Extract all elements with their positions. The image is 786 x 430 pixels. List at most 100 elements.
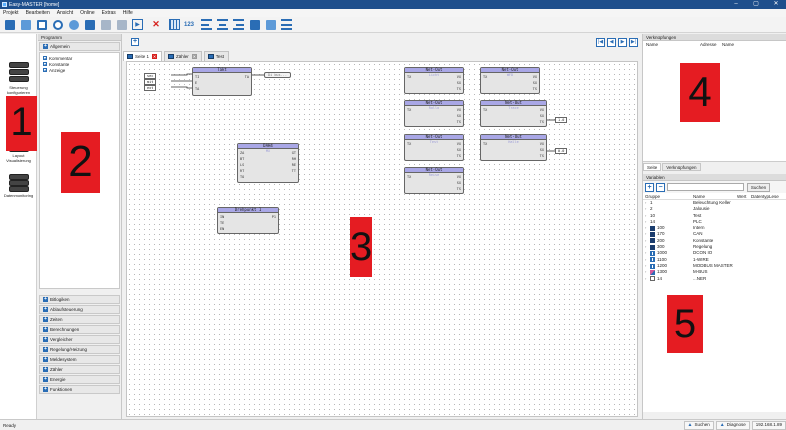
align-right-button[interactable] — [232, 18, 245, 31]
menu-hilfe[interactable]: Hilfe — [122, 10, 133, 16]
chevron-right-icon[interactable]: › — [645, 212, 647, 218]
value-label[interactable]: 1.0 — [555, 117, 568, 123]
last-page-button[interactable]: ▶| — [629, 38, 638, 47]
rows-button[interactable] — [280, 18, 293, 31]
chevron-right-icon[interactable]: › — [645, 250, 647, 256]
section-vergleicher[interactable]: +Vergleicher — [39, 335, 120, 344]
section-regelung[interactable]: +Regelung/Heizung — [39, 345, 120, 354]
section-meldesystem[interactable]: +Meldesystem — [39, 355, 120, 364]
takt-block[interactable]: Takt TI E TA TA — [192, 67, 252, 96]
filter2-button[interactable] — [115, 18, 128, 31]
variable-search-input[interactable] — [667, 183, 744, 191]
chevron-right-icon[interactable]: › — [645, 206, 647, 212]
table-row[interactable]: ›14...NER — [643, 276, 786, 282]
nav-datenmonitoring[interactable]: Datenmonitoring — [2, 174, 35, 198]
chevron-right-icon[interactable]: › — [645, 225, 647, 231]
netout-block[interactable]: Net-Out Reise TX VX SX TS — [404, 167, 464, 194]
chevron-right-icon[interactable]: › — [645, 269, 647, 275]
minimize-button[interactable]: – — [734, 1, 738, 7]
grid-button[interactable] — [168, 18, 181, 31]
chevron-right-icon[interactable]: › — [645, 231, 647, 237]
open-button[interactable] — [19, 18, 32, 31]
save-button[interactable] — [35, 18, 48, 31]
value-label[interactable]: 0.0 — [555, 148, 568, 154]
netout-block[interactable]: Net-Out Test TX VX SX TS — [404, 134, 464, 161]
columns-button[interactable] — [264, 18, 277, 31]
section-allgemein[interactable]: + Allgemein — [39, 42, 120, 51]
tree-item-anzeige[interactable]: +Anzeige — [43, 67, 116, 73]
search-button[interactable]: Suchen — [747, 182, 770, 192]
new-project-button[interactable] — [3, 18, 16, 31]
chevron-right-icon[interactable]: › — [645, 218, 647, 224]
netout-block[interactable]: Net-Out Rollo TX VX SX TS — [404, 100, 464, 127]
section-zeiten[interactable]: +Zeiten — [39, 315, 120, 324]
chevron-right-icon[interactable]: › — [645, 200, 647, 205]
distribute-button[interactable] — [248, 18, 261, 31]
output-label[interactable]: Di bus... — [264, 72, 291, 78]
add-variable-button[interactable]: + — [645, 182, 654, 192]
logic-canvas[interactable]: sec mit ext Takt TI E TA TA Di bus... Ne… — [126, 61, 638, 417]
section-funktionen[interactable]: +Funktionen — [39, 385, 120, 394]
tab-verknuepfungen[interactable]: Verknüpfungen — [662, 163, 701, 171]
first-page-button[interactable]: |◀ — [596, 38, 605, 47]
chevron-right-icon[interactable]: › — [645, 262, 647, 268]
section-energie[interactable]: +Energie — [39, 375, 120, 384]
next-page-button[interactable]: ▶ — [618, 38, 627, 47]
tree-item-kommentar[interactable]: +Kommentar — [43, 55, 116, 61]
run-button[interactable]: ▶ — [131, 18, 144, 31]
section-zaehler[interactable]: +Zähler — [39, 365, 120, 374]
close-tab-icon[interactable]: ✕ — [152, 54, 158, 59]
chevron-right-icon[interactable]: › — [645, 275, 647, 281]
netout-block[interactable]: Net-Out Licht TX VX SX TS — [404, 67, 464, 94]
nav-steuerung[interactable]: Steuerung konfigurieren — [2, 62, 35, 95]
tab-seite[interactable]: Seite — [643, 163, 662, 171]
dah4-block[interactable]: DAH4 MX ZA BT LS RT TO GT RH RE TT — [237, 143, 299, 183]
menu-extras[interactable]: Extras — [101, 10, 116, 16]
input-label[interactable]: ext — [144, 85, 157, 91]
netout-block[interactable]: Net-Out WFD TX VX SX TS — [480, 67, 540, 94]
section-bitlogiken[interactable]: +Bitlogiken — [39, 295, 120, 304]
chevron-right-icon[interactable]: › — [645, 244, 647, 250]
section-ablaufsteuerung[interactable]: +Ablaufsteuerung — [39, 305, 120, 314]
download-button[interactable] — [83, 18, 96, 31]
input-label[interactable]: sec — [144, 73, 157, 79]
align-left-button[interactable] — [200, 18, 213, 31]
input-label[interactable]: mit — [144, 79, 157, 85]
close-button[interactable]: ✕ — [773, 1, 779, 7]
status-search-button[interactable]: ▲Suchen — [683, 420, 714, 430]
network-button[interactable]: ✕ — [147, 18, 165, 31]
section-berechnungen[interactable]: +Berechnungen — [39, 325, 120, 334]
refresh-button[interactable] — [51, 18, 64, 31]
align-center-button[interactable] — [216, 18, 229, 31]
drehpunkt-block[interactable]: Drehpunkt 1 IN TE EN P1 — [217, 207, 279, 234]
close-tab-icon[interactable]: ✕ — [191, 54, 197, 59]
chevron-right-icon[interactable]: › — [645, 237, 647, 243]
menu-online[interactable]: Online — [80, 10, 95, 16]
chevron-right-icon[interactable]: › — [645, 256, 647, 262]
remove-variable-button[interactable]: − — [656, 182, 665, 192]
add-page-button[interactable]: + — [131, 38, 139, 46]
menu-bearbeiten[interactable]: Bearbeiten — [25, 10, 50, 16]
netout-block[interactable]: Net-Out Halle TX VX SX TS — [480, 134, 547, 161]
tree-item-konstante[interactable]: +Konstante — [43, 61, 116, 67]
menu-projekt[interactable]: Projekt — [3, 10, 19, 16]
tab-zaehler[interactable]: Zähler ✕ — [164, 51, 202, 61]
maximize-button[interactable]: ▢ — [753, 1, 759, 7]
diagnose-button[interactable]: ▲Diagnose — [715, 420, 750, 430]
netout-block[interactable]: Net-Out Trace TX VX SX TS — [480, 100, 547, 127]
filter-button[interactable] — [99, 18, 112, 31]
zoom-button[interactable] — [67, 18, 80, 31]
menu-ansicht[interactable]: Ansicht — [56, 10, 74, 16]
tab-test[interactable]: Test — [203, 51, 230, 61]
